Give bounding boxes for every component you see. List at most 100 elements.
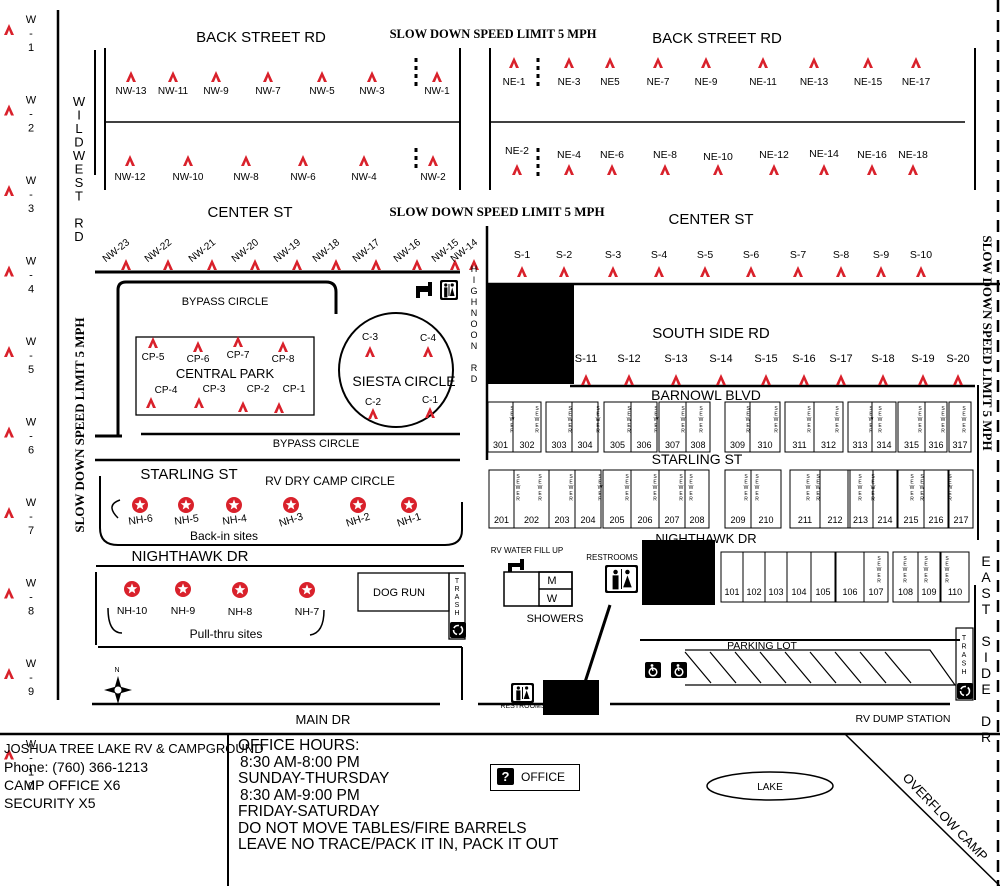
tent-site-icon (365, 346, 375, 357)
site-label-west: 8 (28, 606, 34, 618)
site-label: NW-2 (420, 172, 446, 183)
sewer-label: W (538, 485, 543, 491)
site-label-west: - (29, 270, 33, 282)
site-label-west: W (26, 256, 37, 268)
site-label-cp: CP-5 (142, 352, 165, 363)
sewer-label: R (516, 496, 520, 502)
site-label: S-15 (754, 353, 777, 365)
road-label-high-noon: I (473, 275, 476, 285)
site-number: 316 (928, 440, 943, 450)
tent-site-icon (238, 401, 248, 412)
tent-site-icon (233, 336, 243, 347)
site-label-cp: CP-7 (227, 350, 250, 361)
site-label-nh: NH-3 (278, 511, 305, 530)
sewer-label: W (598, 485, 603, 491)
site-label: NW-7 (255, 86, 281, 97)
site-label-cp: CP-3 (203, 384, 226, 395)
site-label: S-16 (792, 353, 815, 365)
site-label-west: - (29, 511, 33, 523)
restroom-icon (511, 683, 534, 703)
sewer-label: R (568, 428, 572, 434)
sewer-label: R (746, 428, 750, 434)
tent-site-icon (4, 265, 14, 277)
sewer-label: S (910, 474, 914, 480)
road-label-bypass: BYPASS CIRCLE (182, 296, 269, 308)
tent-site-icon (564, 57, 574, 68)
tent-site-icon (359, 155, 369, 166)
sewer-label: E (538, 491, 542, 497)
tent-site-icon (863, 57, 873, 68)
site-label: NW-4 (351, 172, 377, 183)
sewer-label: E (924, 562, 928, 568)
site-label-west: W (26, 417, 37, 429)
site-label-west: 7 (28, 525, 34, 537)
site-label: NE-18 (898, 149, 928, 161)
site-number: 102 (746, 587, 761, 597)
site-number: 217 (953, 515, 968, 525)
tent-site-icon (716, 374, 726, 385)
road-label-nighthawk: NIGHTHAWK DR (132, 548, 249, 565)
road-label-east-side: D (981, 713, 991, 729)
site-label: NE-8 (653, 149, 677, 161)
site-label: S-19 (911, 353, 934, 365)
site-label-cp: CP-2 (247, 384, 270, 395)
site-label-west: 2 (28, 123, 34, 135)
tent-site-icon (4, 185, 14, 196)
sewer-label: S (816, 474, 820, 480)
area-label-siesta-circle: SIESTA CIRCLE (352, 373, 455, 389)
road-label-east-side: S (981, 633, 990, 649)
sewer-label: E (510, 423, 514, 429)
sewer-label: S (596, 406, 600, 412)
site-label: NE-6 (600, 149, 624, 161)
site-label: S-18 (871, 353, 894, 365)
site-label: NW-9 (203, 86, 229, 97)
sewer-label: E (878, 423, 882, 429)
sewer-label: W (918, 417, 923, 423)
area-label-trash: S (455, 602, 460, 609)
site-label: NW-3 (359, 86, 385, 97)
site-label: NW-17 (351, 237, 382, 265)
area-label-rv-dump: RV DUMP STATION (856, 713, 951, 725)
sewer-label: E (510, 412, 514, 418)
site-number: 305 (610, 440, 625, 450)
road-label-high-noon: N (471, 308, 478, 318)
sewer-label: W (681, 417, 686, 423)
camp-office-extension: CAMP OFFICE X6 (4, 777, 121, 793)
road-label-east-side: R (981, 729, 991, 745)
road-label-back-street: BACK STREET RD (652, 30, 782, 47)
road-label-starling: STARLING ST (652, 451, 743, 467)
sewer-label: W (516, 485, 521, 491)
hours-line: OFFICE HOURS: (238, 737, 360, 754)
site-label-west: W (26, 658, 37, 670)
site-number: 106 (842, 587, 857, 597)
sewer-label: E (920, 480, 924, 486)
site-label: NW-13 (116, 86, 147, 97)
area-label-trash: S (962, 661, 967, 668)
road-label-high-noon: H (471, 264, 478, 274)
road-label-high-noon: H (471, 297, 478, 307)
tent-site-icon (517, 266, 527, 277)
area-label-trash: H (454, 610, 459, 617)
site-number: 203 (554, 515, 569, 525)
campground-name: JOSHUA TREE LAKE RV & CAMPGROUND (4, 741, 264, 756)
sewer-label: W (903, 567, 908, 573)
sewer-label: R (625, 496, 629, 502)
sewer-label: S (627, 406, 631, 412)
tent-site-icon (4, 507, 14, 518)
sewer-label: R (945, 578, 949, 584)
sewer-label: E (535, 412, 539, 418)
site-label: NW-6 (290, 172, 316, 183)
road-label-barnowl: BARNOWL BLVD (651, 387, 761, 403)
tent-site-icon (146, 397, 156, 408)
sewer-label: E (806, 480, 810, 486)
site-label-west: 5 (28, 364, 34, 376)
rv-site-icon (178, 497, 194, 513)
sewer-label: R (596, 428, 600, 434)
sewer-label: R (510, 428, 514, 434)
site-label: NW-8 (233, 172, 259, 183)
accessible-parking-icon (645, 662, 661, 678)
tent-site-icon (412, 259, 422, 270)
sewer-label: E (910, 491, 914, 497)
road-label-center-st: CENTER ST (668, 211, 753, 228)
